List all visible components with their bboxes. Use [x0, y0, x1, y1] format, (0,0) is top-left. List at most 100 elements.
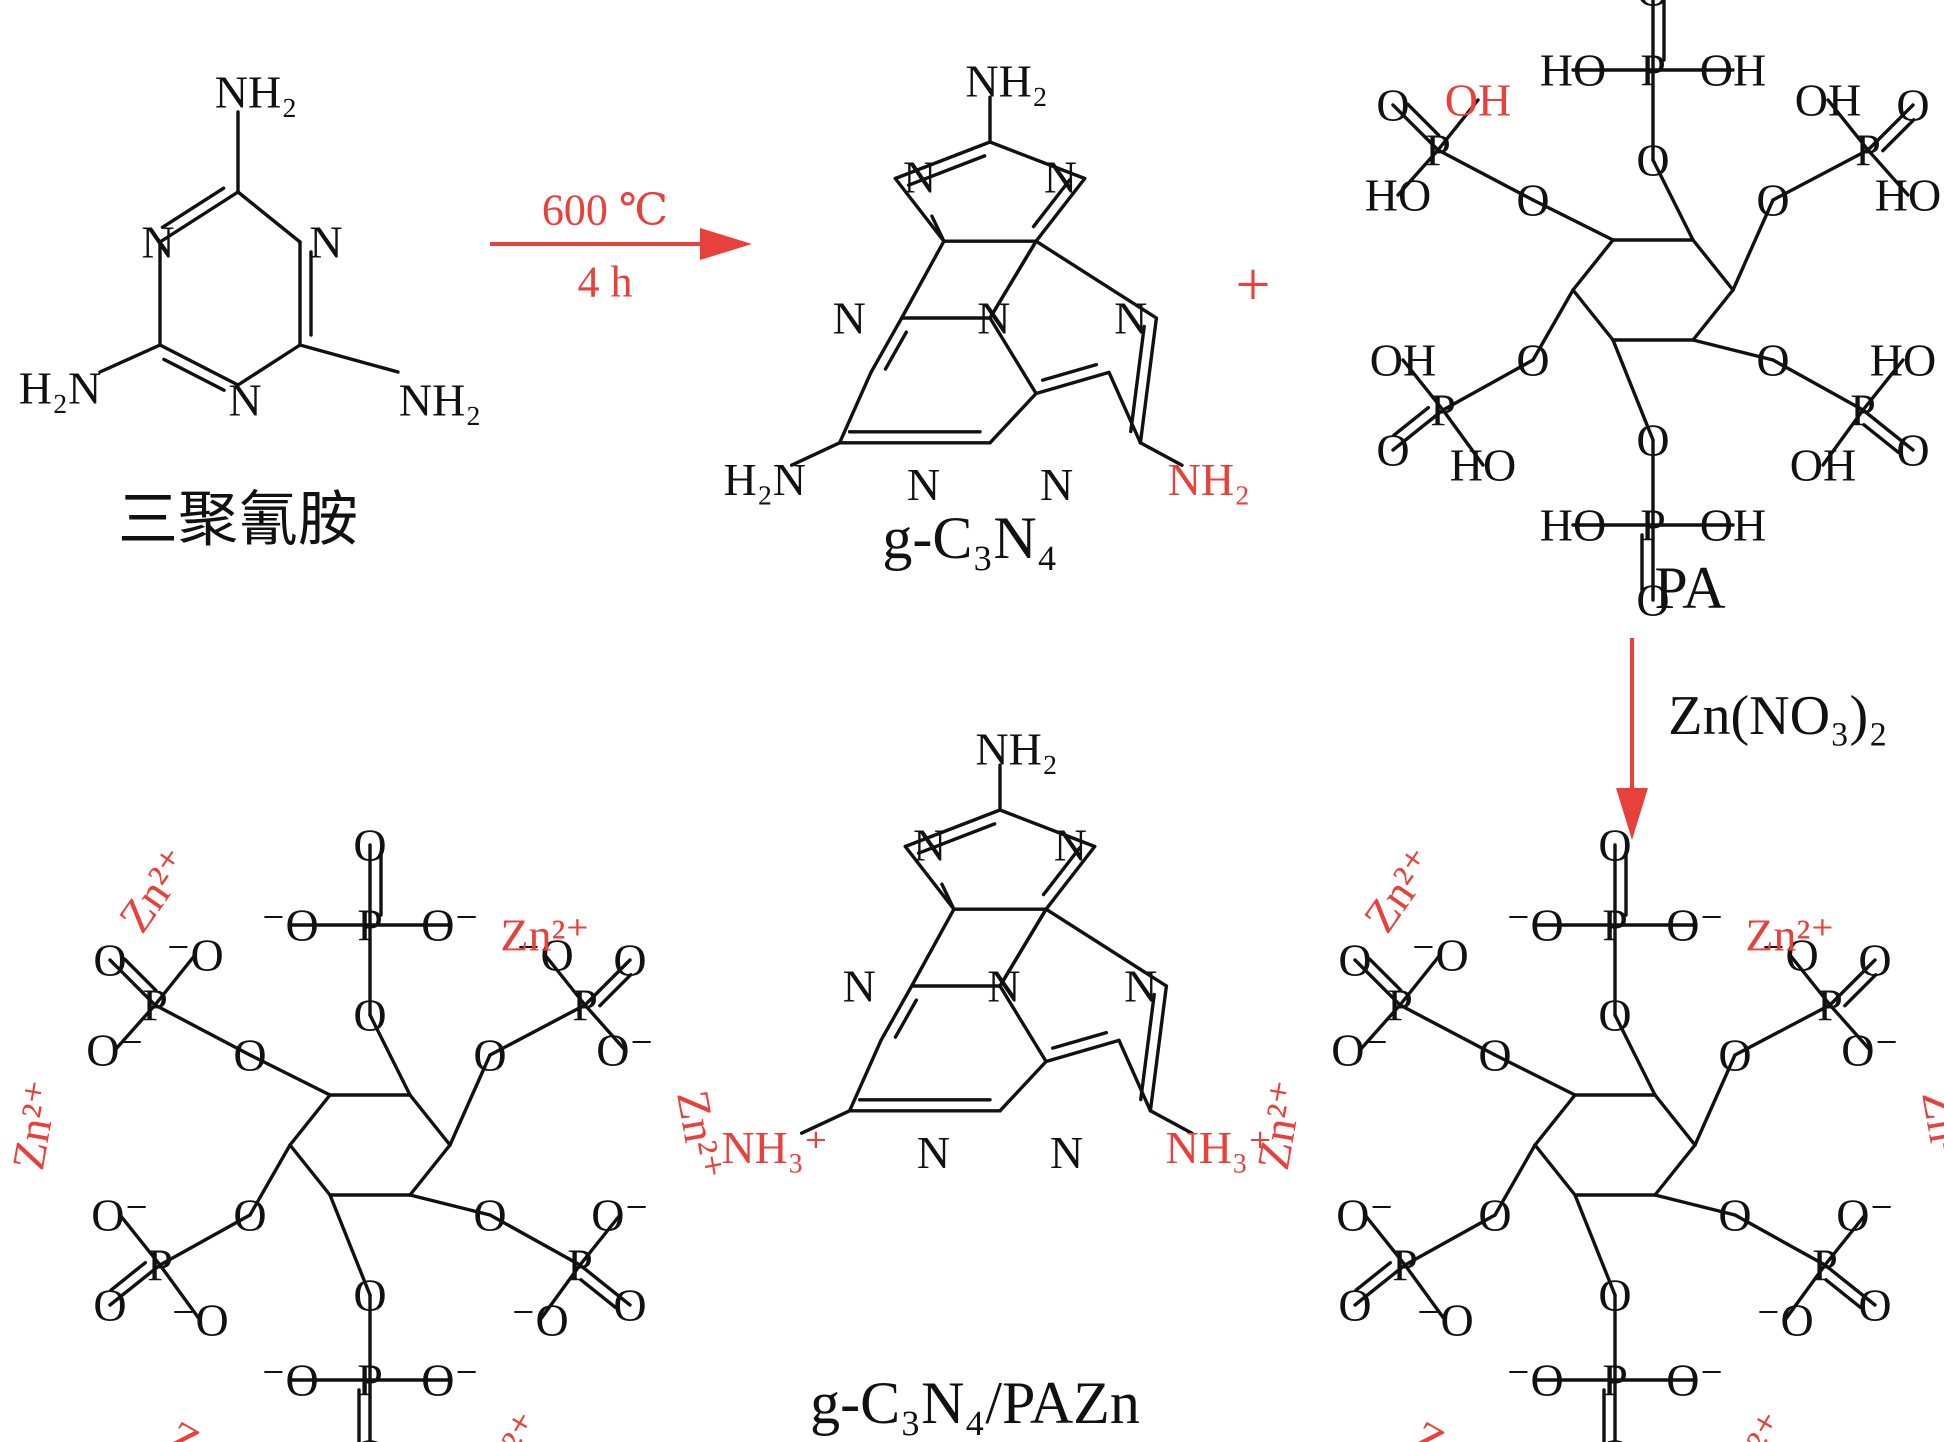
- ester-oxygen: O: [233, 1030, 266, 1081]
- double-bond-line: [598, 973, 633, 1008]
- hydroxyl: HO: [1540, 45, 1606, 96]
- single-bond: [158, 343, 240, 387]
- single-bond: [158, 1213, 252, 1267]
- hydroxyl: HO: [1450, 440, 1516, 491]
- single-bond: [1611, 338, 1655, 442]
- single-bond: [1823, 1263, 1877, 1307]
- zinc-ion: Zn²⁺: [109, 839, 202, 941]
- single-bond: [1653, 1093, 1697, 1147]
- hydroxyl: HO: [1875, 170, 1941, 221]
- reaction-arrow-2: Zn(NO₃)₂: [1616, 638, 1888, 840]
- single-bond: [1403, 1263, 1447, 1322]
- single-bond: [1651, 158, 1695, 242]
- double-bond-line: [123, 957, 158, 992]
- single-bond: [108, 1263, 162, 1307]
- single-bond: [1531, 198, 1615, 242]
- single-bond: [998, 1059, 1048, 1113]
- single-bond: [1034, 239, 1159, 320]
- ring-nitrogen: N: [913, 820, 946, 871]
- reaction-reagent: Zn(NO₃)₂: [1668, 685, 1887, 747]
- single-bond: [488, 1003, 587, 1057]
- single-bond: [98, 343, 162, 374]
- single-bond: [1731, 198, 1775, 292]
- single-bond: [288, 1093, 332, 1147]
- zinc-ion: Zn²⁺: [1912, 1087, 1944, 1184]
- single-bond: [1826, 98, 1870, 152]
- phosphoryl-oxygen: O: [1636, 0, 1669, 16]
- phosphorus: P: [1817, 980, 1843, 1031]
- ring-nitrogen: N: [1054, 820, 1087, 871]
- hydroxyl: OH: [1370, 335, 1436, 386]
- single-bond: [909, 907, 956, 988]
- phosphoryl-oxygen: O: [353, 1430, 386, 1442]
- double-bond-line: [1406, 102, 1441, 137]
- phosphate-oxygen: O⁻: [421, 1355, 479, 1406]
- single-bond: [988, 239, 1038, 320]
- hydroxyl: OH: [1795, 75, 1861, 126]
- ester-oxygen: O: [1718, 1030, 1751, 1081]
- zinc-ion: Zn²⁺: [500, 910, 589, 961]
- hydroxyl: HO: [1540, 500, 1606, 551]
- phosphate-oxygen: O⁻: [1336, 1190, 1394, 1241]
- single-bond: [988, 140, 1087, 181]
- phosphate-oxygen: ⁻O: [1761, 930, 1819, 981]
- double-bond-line: [906, 154, 987, 187]
- phosphoryl-oxygen: O: [1338, 935, 1371, 986]
- single-bond: [1391, 103, 1440, 152]
- single-bond: [837, 370, 873, 445]
- ring-nitrogen: N: [1050, 1127, 1083, 1178]
- single-bond: [879, 984, 914, 1043]
- phosphate-oxygen: ⁻O: [261, 1355, 319, 1406]
- single-bond: [869, 316, 904, 375]
- single-bond: [1573, 1193, 1617, 1297]
- phosphoryl-oxygen: O: [613, 935, 646, 986]
- reaction-time: 4 h: [578, 258, 633, 307]
- phosphoryl-oxygen: O: [1636, 575, 1669, 626]
- hydroxyl: HO: [1365, 170, 1431, 221]
- single-bond: [1436, 148, 1535, 202]
- single-bond: [1034, 370, 1111, 396]
- phosphoryl-oxygen: O: [1376, 425, 1409, 476]
- single-bond: [113, 1003, 157, 1052]
- double-bond-line: [1040, 362, 1099, 382]
- zinc-ion: Zn²⁺: [1354, 839, 1447, 941]
- single-bond: [1107, 370, 1143, 445]
- single-bond: [236, 190, 302, 244]
- phosphate-oxygen: O⁻: [91, 1190, 149, 1241]
- single-bond: [847, 1038, 883, 1113]
- amino-group-left: NH₃⁺: [721, 1122, 828, 1173]
- ester-oxygen: O: [1516, 335, 1549, 386]
- single-bond: [408, 1093, 452, 1147]
- ester-oxygen: O: [1598, 990, 1631, 1041]
- single-bond: [988, 391, 1038, 445]
- zinc-ion: Zn²⁺: [1247, 1077, 1313, 1174]
- single-bond: [153, 953, 197, 1007]
- single-bond: [1148, 984, 1169, 1113]
- ring-nitrogen: N: [1044, 152, 1077, 203]
- single-bond: [1363, 1213, 1407, 1267]
- product-label: g-C₃N₄/PAZn: [810, 1370, 1140, 1436]
- double-bond-line: [579, 1278, 618, 1310]
- double-bond-line: [109, 1260, 148, 1292]
- phosphate-oxygen: O⁻: [421, 900, 479, 951]
- amino-group: NH₂: [215, 67, 297, 118]
- single-bond: [789, 441, 842, 467]
- single-bond: [1044, 1038, 1121, 1064]
- phosphoryl-oxygen: O: [1858, 935, 1891, 986]
- bond-layer: [98, 0, 1916, 1442]
- phosphorus: P: [1602, 1355, 1628, 1406]
- single-bond: [1493, 1053, 1577, 1097]
- double-bond-line: [1843, 973, 1878, 1008]
- phosphate-oxygen: ⁻O: [511, 1295, 569, 1346]
- ring-nitrogen: N: [141, 217, 174, 268]
- double-bond-line: [162, 357, 226, 392]
- phosphoryl-oxygen: O: [1338, 1280, 1371, 1331]
- phosphorus: P: [147, 1240, 173, 1291]
- ring-nitrogen: N: [917, 1127, 950, 1178]
- single-bond: [1733, 1213, 1827, 1267]
- phosphorus: P: [1425, 125, 1451, 176]
- single-bond: [118, 1213, 162, 1267]
- double-bond-line: [1031, 177, 1072, 229]
- single-bond: [1783, 1263, 1827, 1322]
